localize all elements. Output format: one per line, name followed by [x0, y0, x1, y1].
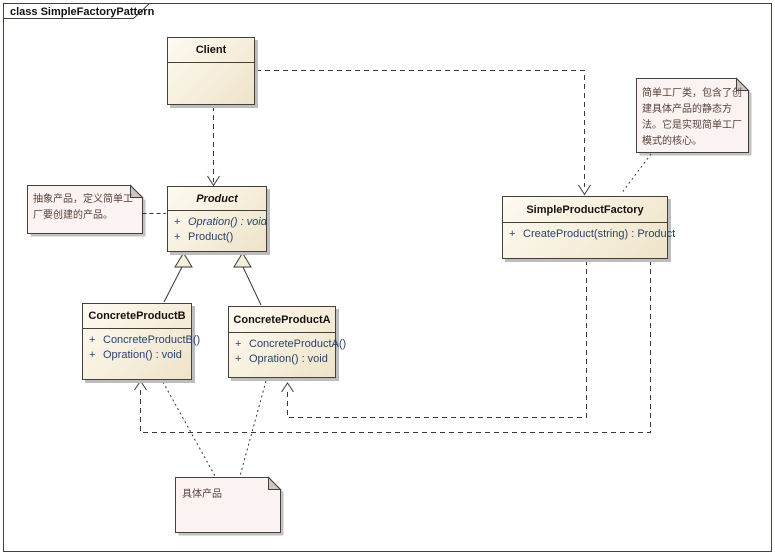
class-product-name: Product: [168, 187, 266, 211]
connector-dependency-factory-concreteA[interactable]: [281, 260, 587, 418]
class-simple-product-factory[interactable]: SimpleProductFactory + CreateProduct(str…: [502, 196, 676, 259]
class-client[interactable]: Client: [167, 37, 255, 105]
method-product-ctor: + Product(): [174, 231, 234, 243]
class-concreteA-name: ConcreteProductA: [229, 307, 335, 333]
diagram-frame-title: class SimpleFactoryPattern: [10, 6, 155, 18]
note-factory-shape[interactable]: [620, 77, 752, 195]
connector-dependency-factory-concreteB[interactable]: [134, 260, 651, 433]
class-factory-methods: + CreateProduct(string) : Product: [503, 223, 676, 242]
class-product-methods: + Opration() : void + Product(): [168, 211, 267, 245]
class-concreteB-methods: + ConcreteProductB() + Opration() : void: [83, 329, 201, 363]
class-client-name: Client: [168, 38, 254, 63]
method-concreteA-opration: + Opration() : void: [235, 353, 328, 365]
method-concreteB-ctor: + ConcreteProductB(): [89, 334, 201, 346]
connector-generalization-concreteA-product[interactable]: [233, 252, 262, 306]
connector-dependency-client-product[interactable]: [207, 106, 220, 187]
note-abstract-product-shape[interactable]: [27, 184, 167, 237]
connector-generalization-concreteB-product[interactable]: [163, 252, 193, 303]
method-concreteA-ctor: + ConcreteProductA(): [235, 338, 347, 350]
method-create-product: + CreateProduct(string) : Product: [509, 228, 676, 240]
note-concrete-product-text: 具体产品: [182, 489, 222, 500]
class-concrete-product-b[interactable]: ConcreteProductB + ConcreteProductB() + …: [82, 303, 201, 380]
class-concreteB-name: ConcreteProductB: [83, 304, 191, 329]
class-concrete-product-a[interactable]: ConcreteProductA + ConcreteProductA() + …: [228, 306, 347, 378]
method-opration: + Opration() : void: [174, 216, 267, 228]
class-product[interactable]: Product + Opration() : void + Product(): [167, 186, 267, 252]
class-concreteA-methods: + ConcreteProductA() + Opration() : void: [229, 333, 347, 367]
class-factory-name: SimpleProductFactory: [503, 197, 667, 223]
note-factory-text: 简单工厂类，包含了创建具体产品的静态方法。它是实现简单工厂模式的核心。: [642, 88, 742, 147]
diagram-frame: [3, 3, 772, 552]
note-concrete-product-shape[interactable]: [162, 380, 284, 536]
connector-dependency-client-factory[interactable]: [256, 70, 591, 196]
note-abstract-product-text: 抽象产品，定义简单工厂要创建的产品。: [33, 194, 133, 221]
method-concreteB-opration: + Opration() : void: [89, 349, 182, 361]
